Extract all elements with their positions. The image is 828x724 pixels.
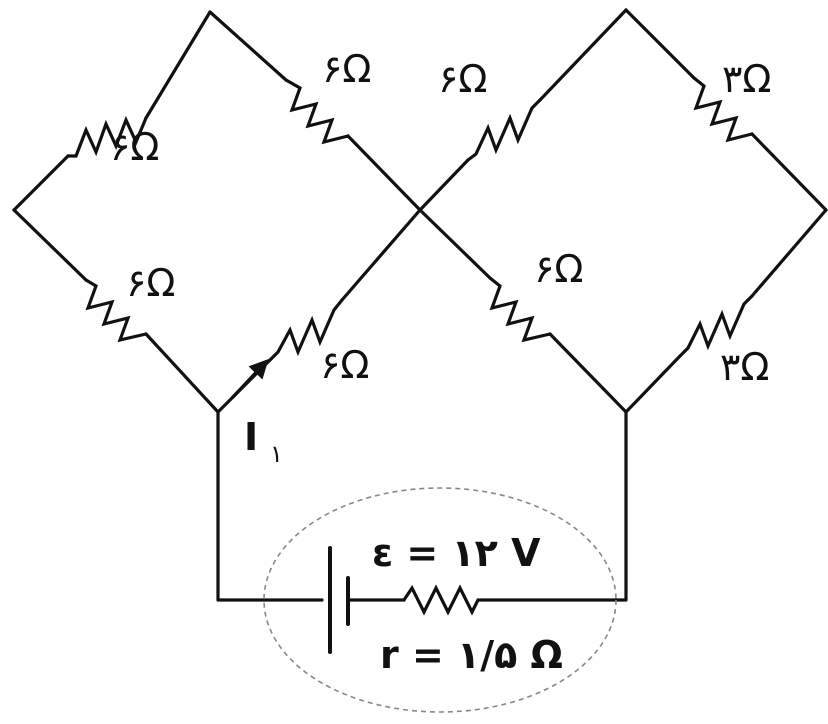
- wire-right-lower-right-b: [750, 208, 828, 298]
- resistor-right-lower-left: [488, 276, 552, 343]
- wire-right-lead: [476, 410, 628, 602]
- wire-right-lower-left-a: [418, 208, 492, 280]
- wire-right-lower-right-a: [624, 354, 682, 414]
- wire-right-upper-left-b: [538, 8, 628, 102]
- label-center-lower: ۶Ω: [320, 343, 369, 387]
- wire-left-lower-b: [144, 332, 220, 414]
- label-current: I: [244, 415, 258, 459]
- battery-highlight-ellipse: [263, 487, 617, 713]
- resistor-left-upper: [66, 115, 148, 158]
- wire-center-upper-a: [208, 10, 288, 82]
- label-left-upper: ۶Ω: [110, 125, 159, 169]
- resistor-right-upper-right: [692, 76, 754, 143]
- wire-left-upper-a: [12, 154, 70, 212]
- wire-right-upper-right-b: [750, 132, 828, 212]
- wire-left-lead: [216, 410, 324, 602]
- wire-right-upper-right-a: [624, 8, 696, 80]
- label-current-subscript: ۱: [270, 440, 283, 468]
- label-center-upper: ۶Ω: [322, 47, 371, 91]
- resistor-right-upper-left: [466, 98, 542, 162]
- current-arrow: [230, 358, 269, 400]
- label-right-upper-left: ۶Ω: [438, 57, 487, 101]
- label-right-lower-right: ۳Ω: [720, 345, 769, 389]
- wire-left-upper-b: [144, 10, 212, 120]
- wire-left-lower-a: [12, 208, 88, 282]
- label-right-upper-right: ۳Ω: [722, 57, 771, 101]
- wire-center-upper-b: [346, 134, 422, 212]
- label-left-lower: ۶Ω: [126, 261, 175, 305]
- resistor-right-lower-right: [678, 294, 754, 358]
- resistor-center-upper: [284, 78, 350, 145]
- label-right-lower-left: ۶Ω: [534, 247, 583, 291]
- wire-right-upper-left-a: [418, 158, 470, 212]
- resistor-internal: [402, 584, 480, 616]
- resistor-center-lower: [268, 298, 344, 362]
- wire-right-lower-left-b: [548, 332, 628, 414]
- label-internal-resistance: r = ۱/۵ Ω: [380, 633, 563, 677]
- wire-center-lower-b: [340, 208, 422, 302]
- label-battery-emf: ε = ۱۲ V: [372, 531, 541, 575]
- resistor-left-lower: [84, 278, 148, 343]
